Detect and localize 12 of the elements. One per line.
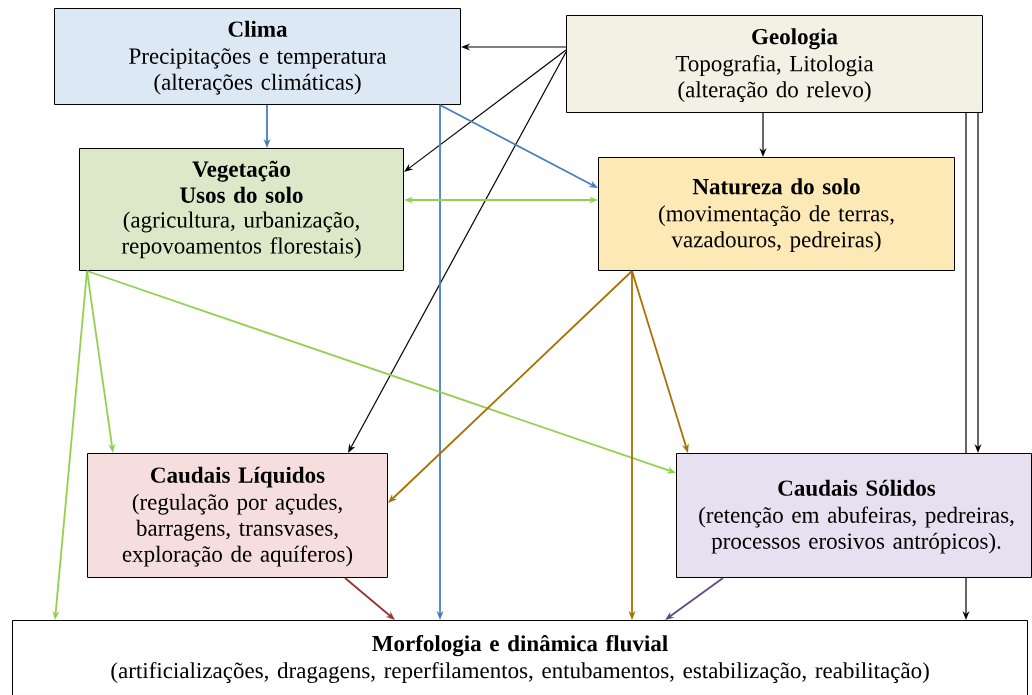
process-box: Morfologia e dinâmica fluvial (artificializações, dragagens, reperfilamentos, entubamentos, estabilização, reabilitação) (12, 620, 1028, 695)
arrow (344, 577, 395, 620)
process-box: Caudais Sólidos (retenção em abufeiras, pedreiras, processos erosivos antrópicos). (676, 453, 1032, 578)
process-box: Caudais Líquidos (regulação por açudes, barragens, transvases, exploração de aquíferos) (87, 453, 388, 578)
process-box: Natureza do solo (movimentação de terras, vazadouros, pedreiras) (598, 157, 955, 271)
arrow (404, 49, 567, 172)
arrow (348, 51, 567, 453)
process-box: Clima Precipitações e temperatura (alterações climáticas) (54, 8, 461, 105)
process-box: Geologia Topografia, Litologia (alteração do relevo) (566, 15, 983, 113)
arrow (665, 577, 724, 620)
arrow (388, 270, 633, 503)
process-box: Vegetação Usos do solo (agricultura, urbanização, repovoamentos florestais) (79, 148, 404, 271)
